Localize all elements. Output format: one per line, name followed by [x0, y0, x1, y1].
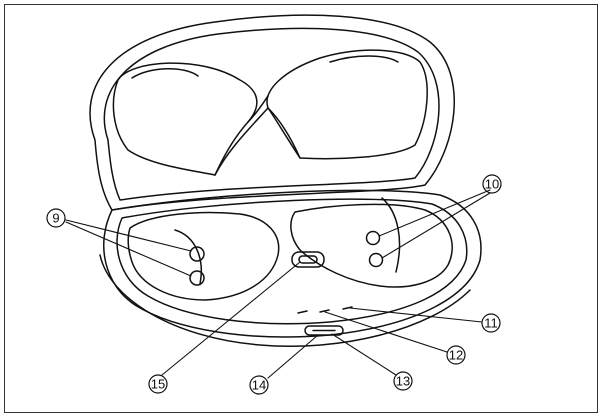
callout-13-label: 13 — [396, 374, 410, 389]
callout-labels: 9 10 11 12 13 14 15 — [46, 174, 502, 395]
lid-inner-rim — [103, 27, 440, 201]
base-right-slot-inner — [381, 197, 401, 273]
indicator-light-3 — [342, 306, 353, 310]
lid-right-recess-highlight — [329, 55, 399, 63]
base-inner-rim — [116, 198, 468, 325]
lid-left-recess-highlight — [131, 68, 199, 79]
center-button — [291, 251, 325, 268]
left-contact-upper — [189, 246, 205, 262]
left-contact-lower — [189, 270, 205, 286]
callout-14-ring — [249, 375, 269, 395]
callout-10: 10 — [482, 174, 502, 194]
lid-bridge-line-left — [247, 95, 269, 123]
base-left-slot — [127, 211, 280, 301]
callout-10-label: 10 — [485, 177, 499, 192]
callout-14-label: 14 — [252, 378, 266, 393]
callout-15-ring — [148, 374, 168, 394]
lid-bridge-line-right — [267, 107, 301, 159]
callout-13: 13 — [393, 371, 413, 391]
callout-11: 11 — [481, 313, 501, 333]
case-lid — [89, 14, 456, 211]
base-right-slot — [290, 203, 453, 288]
lid-left-recess — [112, 62, 258, 176]
leader-10-upper — [378, 189, 491, 237]
callout-9-label: 9 — [52, 211, 59, 226]
right-contact-lower — [368, 252, 384, 268]
base-outer-shell — [103, 189, 482, 338]
leader-9-upper — [65, 219, 192, 252]
right-contact-upper — [365, 230, 381, 246]
case-base — [99, 189, 482, 348]
leader-9-lower — [65, 221, 192, 277]
leader-10-lower — [381, 192, 491, 259]
callout-9: 9 — [46, 208, 66, 228]
base-left-slot-inner — [174, 229, 202, 285]
lid-right-recess — [266, 49, 428, 160]
callout-15-label: 15 — [151, 377, 165, 392]
leader-13 — [331, 333, 397, 376]
callout-15: 15 — [148, 374, 168, 394]
leader-15 — [161, 261, 301, 376]
indicator-light-1 — [297, 310, 308, 314]
callout-12-label: 12 — [449, 348, 463, 363]
callout-9-ring — [46, 208, 66, 228]
callout-11-ring — [481, 313, 501, 333]
callout-12-ring — [446, 345, 466, 365]
indicator-light-2 — [319, 309, 330, 313]
leader-14 — [267, 334, 319, 379]
base-lower-edge — [99, 254, 471, 348]
leader-11 — [349, 307, 483, 323]
callout-11-label: 11 — [484, 316, 498, 331]
callout-14: 14 — [249, 375, 269, 395]
leader-lines — [65, 189, 491, 379]
center-button-inner — [298, 255, 318, 264]
callout-12: 12 — [446, 345, 466, 365]
callout-10-ring — [482, 174, 502, 194]
diagram-frame — [4, 4, 598, 413]
callout-13-ring — [393, 371, 413, 391]
lid-bridge-line-lower — [214, 107, 269, 176]
leader-12 — [324, 311, 448, 353]
charging-port — [304, 325, 344, 336]
